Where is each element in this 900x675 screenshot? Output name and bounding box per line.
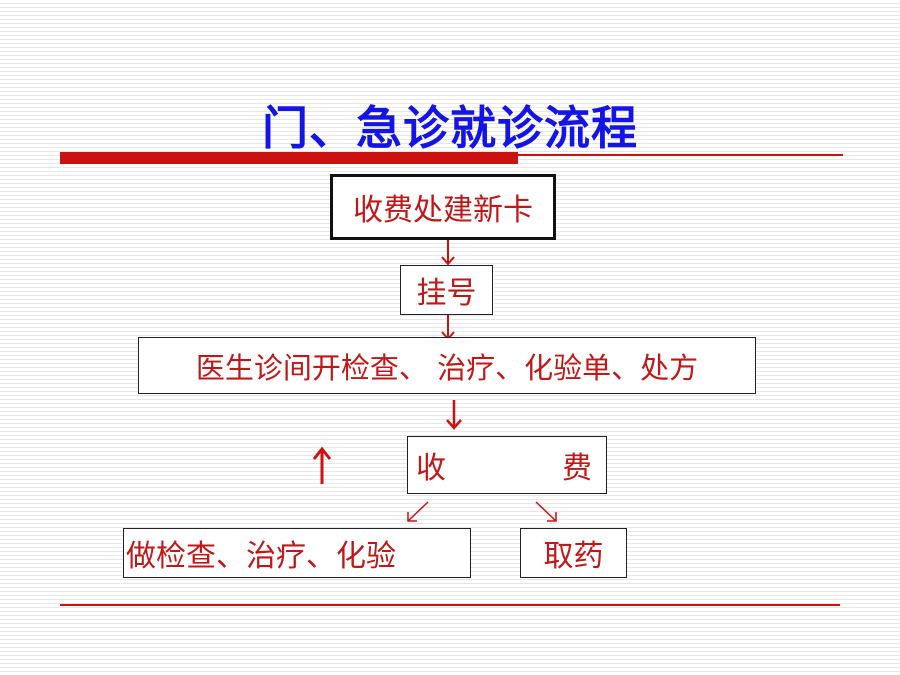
arrow-down-right-icon [535,501,557,522]
step-doctor-orders-label: 医生诊间开检查、 治疗、化验单、处方 [195,350,699,385]
step-new-card-label: 收费处建新卡 [353,193,533,228]
arrow-up-icon [312,446,332,484]
step-payment: 收 费 [407,436,607,494]
step-get-medicine: 取药 [520,528,627,578]
step-register-label: 挂号 [416,276,477,311]
footer-divider [60,604,840,606]
title-underline-thick [60,152,518,164]
step-doctor-orders: 医生诊间开检查、 治疗、化验单、处方 [138,337,756,394]
step-new-card: 收费处建新卡 [330,174,556,240]
step-exam-treatment: 做检查、治疗、化验 [123,528,471,578]
step-exam-treatment-label: 做检查、治疗、化验 [126,539,396,574]
title-underline-thin [518,154,843,156]
arrow-down-left-icon [407,501,429,522]
arrow-down-icon [441,240,455,266]
page-title: 门、急诊就诊流程 [262,101,638,155]
arrow-down-icon [446,400,462,430]
step-payment-label-right: 费 [562,451,592,486]
step-payment-label-left: 收 [416,451,446,486]
step-get-medicine-label: 取药 [543,539,604,574]
step-register: 挂号 [400,265,493,315]
